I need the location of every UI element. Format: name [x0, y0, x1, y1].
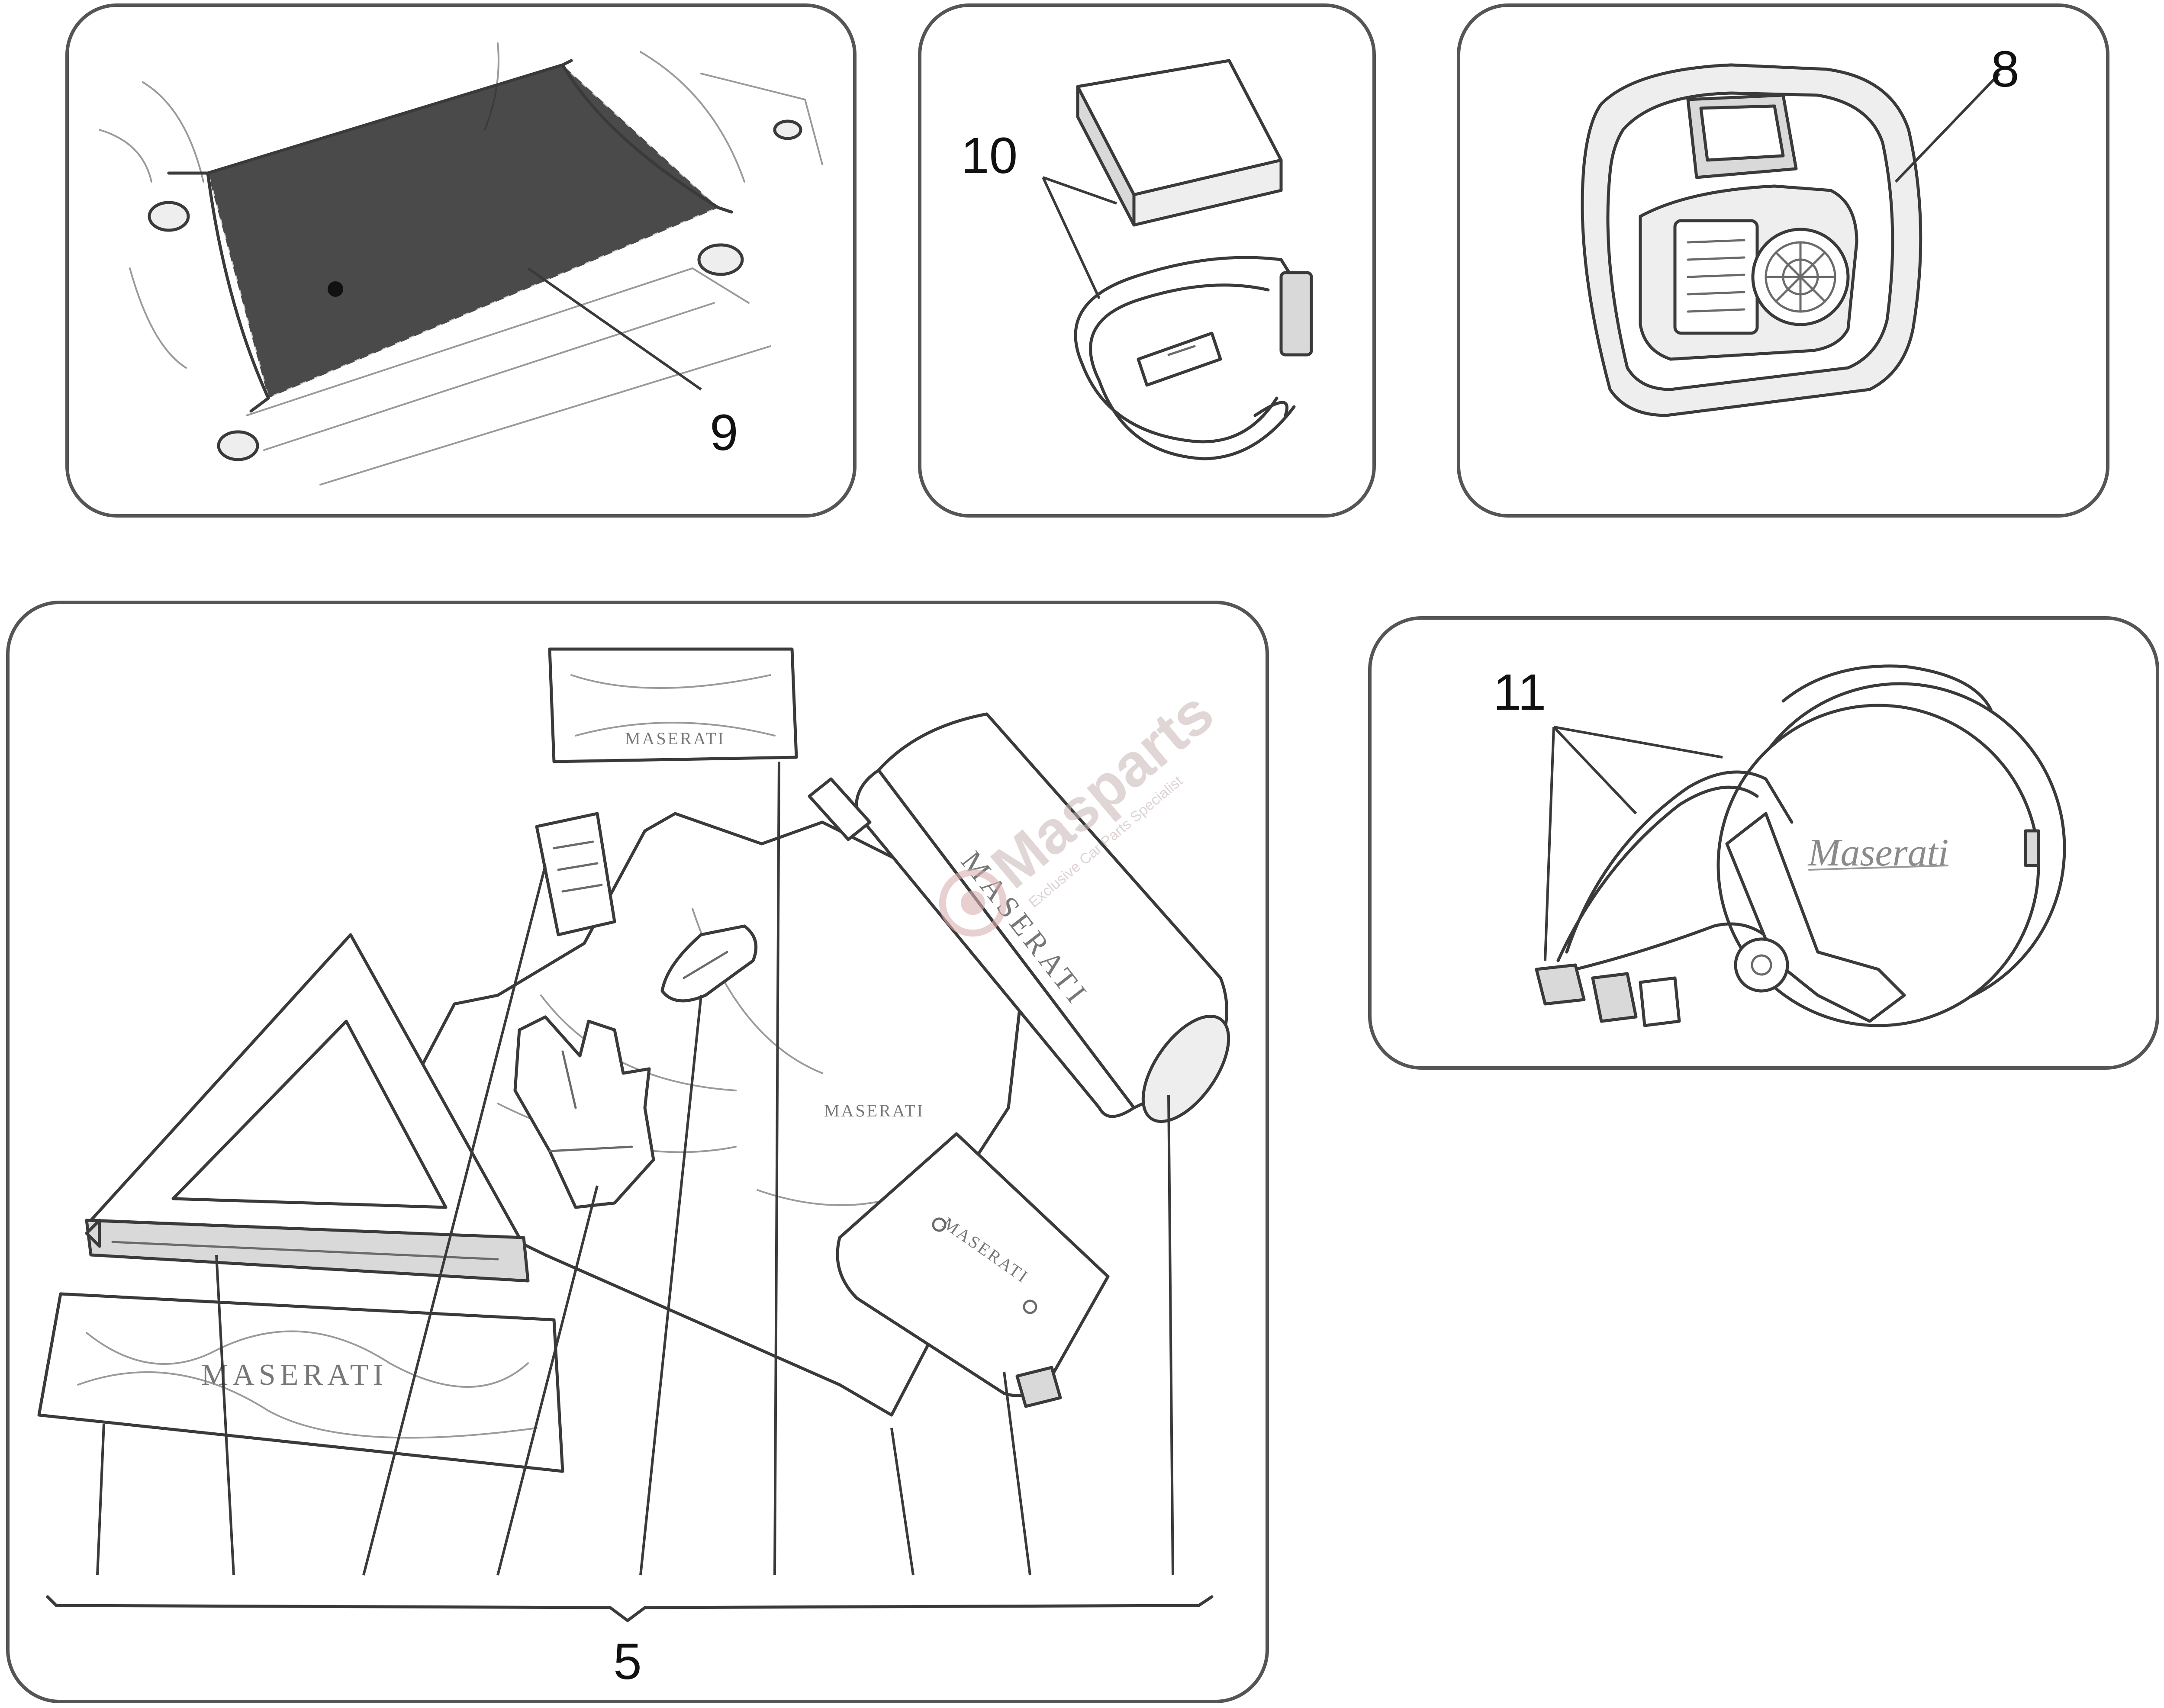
- panel-cargo-net: 9: [65, 3, 857, 518]
- panel-compressor-case: 8: [1457, 3, 2109, 518]
- package-logo: MASERATI: [625, 729, 725, 748]
- panel-strap-box: 10: [918, 3, 1376, 518]
- jumper-cables: [1535, 770, 1906, 1027]
- callout-10: 10: [961, 127, 1018, 184]
- panel-emergency-kit: MASERATI MASERATI: [6, 601, 1269, 1703]
- cargo-net: [167, 59, 733, 413]
- cover-logo: MASERATI: [201, 1358, 387, 1392]
- first-aid-case: MASERATI: [836, 1132, 1110, 1408]
- callout-8: 8: [1991, 41, 2019, 98]
- tie-strap: [1074, 256, 1313, 460]
- vest-logo: MASERATI: [824, 1101, 924, 1120]
- warning-triangle: [85, 933, 530, 1283]
- leader-lines: [96, 761, 1174, 1576]
- callout-11: 11: [1493, 664, 1546, 721]
- triangle-cover: MASERATI: [37, 1292, 564, 1473]
- kit-brace: [46, 1595, 1214, 1622]
- sealed-package: MASERATI: [548, 647, 798, 763]
- flashlight: [660, 924, 758, 1003]
- small-pouch: [535, 812, 616, 936]
- compressor-case: [1581, 63, 1922, 417]
- tool-bag: MASERATI: [808, 712, 1230, 1123]
- storage-box: [1076, 59, 1283, 227]
- work-gloves: [513, 1015, 655, 1209]
- panel-jump-cables: Maserati 11: [1368, 616, 2159, 1070]
- callout-9: 9: [710, 404, 738, 461]
- callout-5: 5: [613, 1633, 642, 1690]
- anchor-rings: [148, 119, 802, 461]
